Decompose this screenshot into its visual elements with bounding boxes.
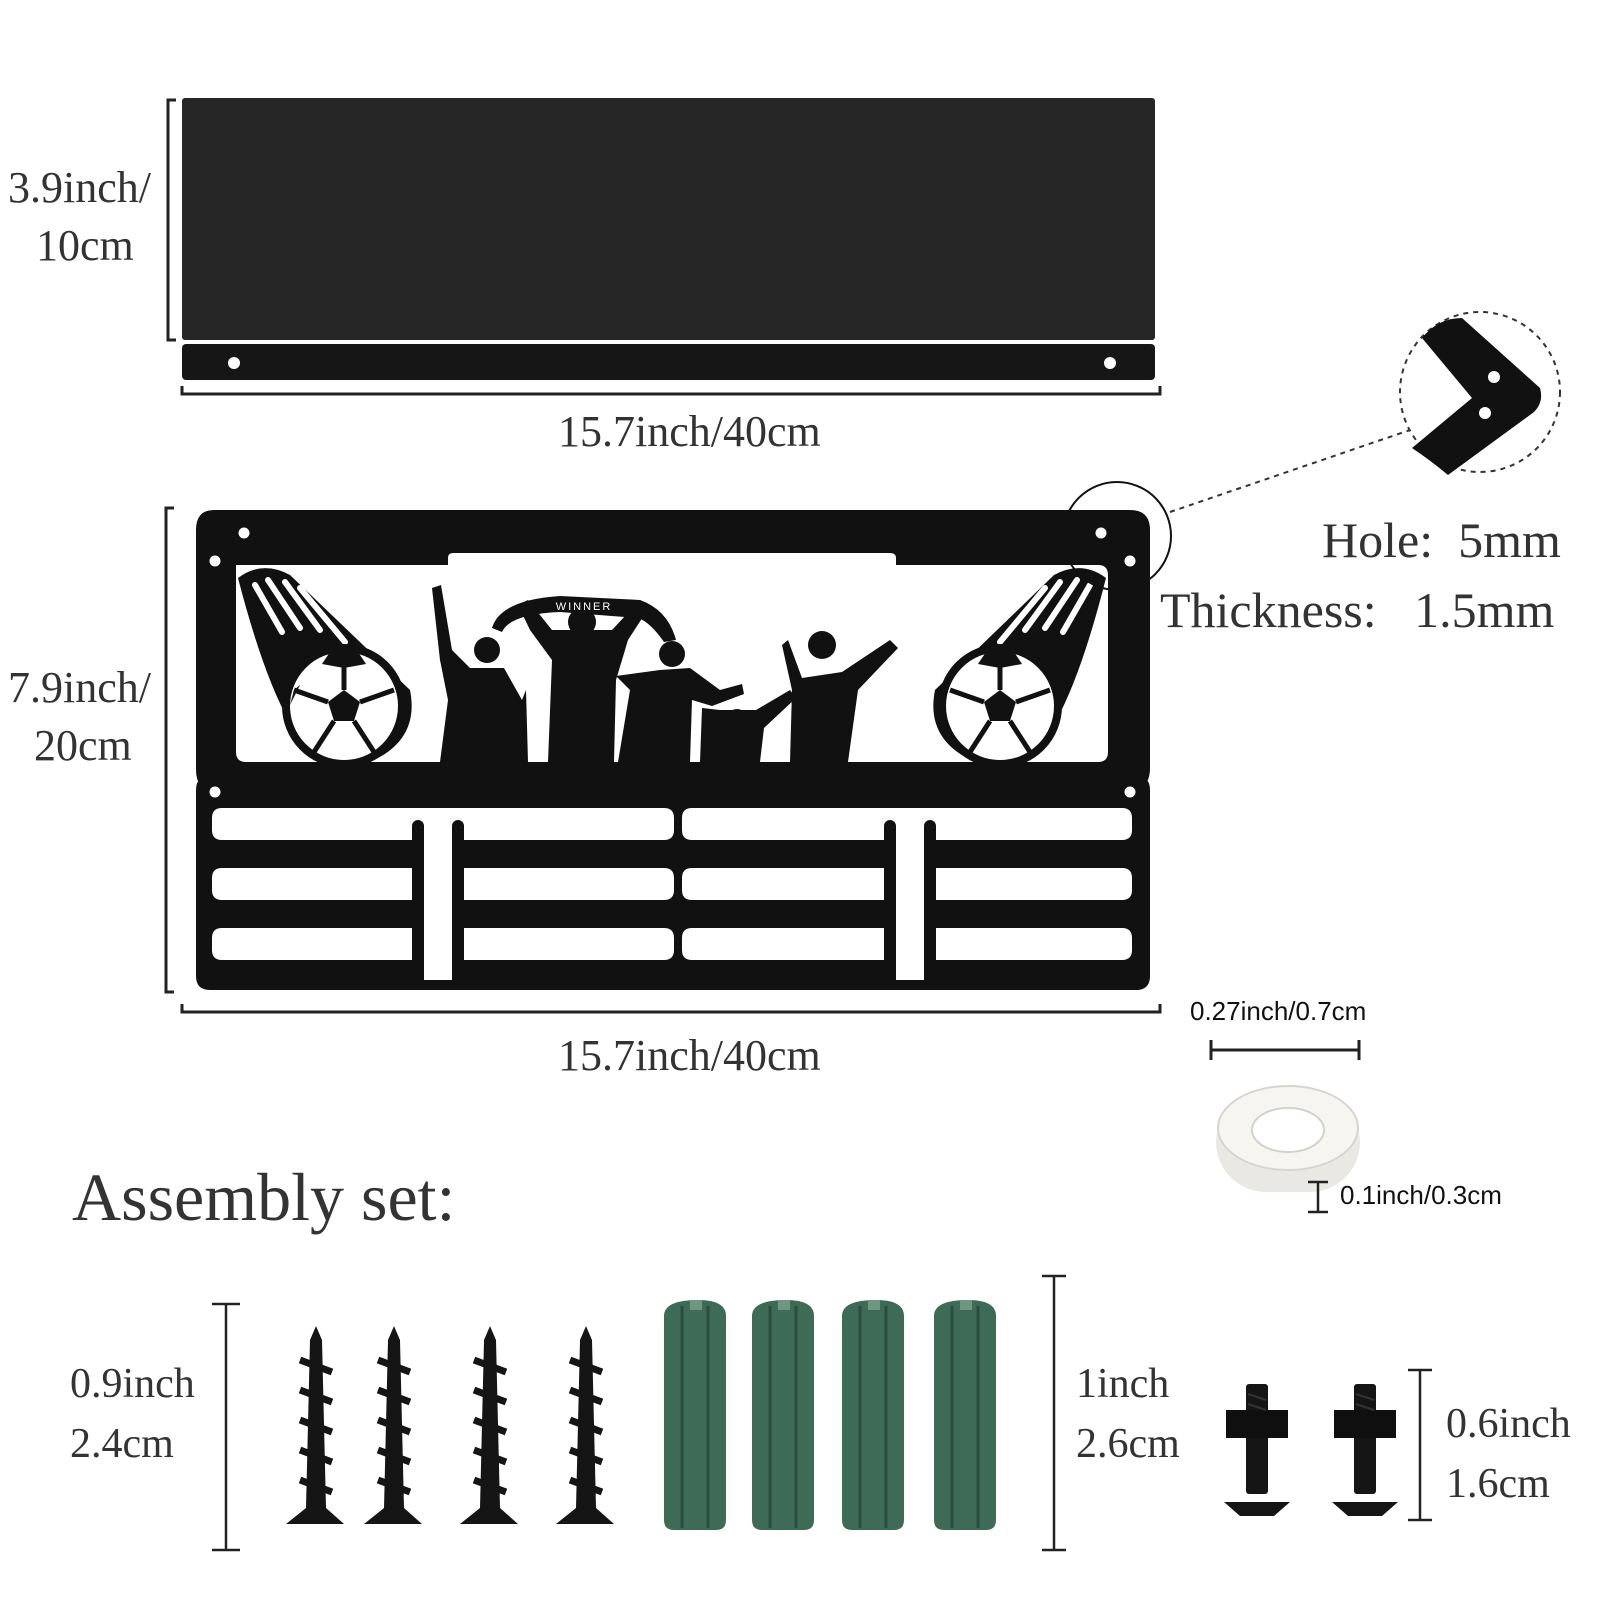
bolts-size-inch: 0.6inch [1446,1401,1571,1447]
thickness-spec: Thickness: 1.5mm [1160,582,1555,638]
shelf-hole-left [228,357,240,369]
shelf-height-inch: 3.9inch/ [8,163,151,212]
screws-size-label: 0.9inch 2.4cm [70,1354,195,1474]
washer-diameter-line [1209,1040,1361,1060]
screws-size-cm: 2.4cm [70,1421,174,1467]
washer-thickness-line [1308,1180,1328,1214]
rack-width-line [180,1004,1162,1014]
washer [1216,1085,1360,1192]
shelf-width-label: 15.7inch/40cm [558,407,821,456]
detail-zoom-circle [1399,311,1561,473]
hole-spec: Hole: 5mm [1322,512,1561,568]
corner-bracket-zoom [1412,318,1542,475]
wall-anchors [664,1300,996,1530]
rack-width-label: 15.7inch/40cm [558,1031,821,1080]
rack-hole [1095,527,1107,539]
zoom-hole [1488,371,1500,383]
rack-hole [1124,555,1136,567]
shelf-height-bracket [166,98,176,342]
rack-hole [209,555,221,567]
slot-hooks [412,808,936,980]
detail-highlight-circle [1062,481,1172,591]
shelf-height-label: 3.9inch/ 10cm [8,160,151,274]
rack-height-cm: 20cm [34,721,132,770]
bolts-height-bracket [1408,1368,1432,1522]
rack-hole [238,527,250,539]
shelf-hole-right [1104,357,1116,369]
wood-screw [286,1326,344,1524]
screws-size-inch: 0.9inch [70,1361,195,1407]
banner-text: WINNER [556,601,613,613]
fans-silhouette [432,585,898,762]
screws-height-bracket [212,1302,240,1552]
detail-leader-line [1169,429,1411,513]
anchors-size-label: 1inch 2.6cm [1076,1354,1180,1474]
bolt [1224,1384,1290,1516]
wall-anchor [842,1300,904,1530]
rack-top-plate [196,510,1150,790]
rack-height-label: 7.9inch/ 20cm [8,660,151,774]
right-soccer-ball-comet [933,568,1106,768]
anchors-size-cm: 2.6cm [1076,1421,1180,1467]
bolts-size-label: 0.6inch 1.6cm [1446,1394,1571,1514]
rack-hole [1124,786,1136,798]
shelf-lip [182,344,1155,380]
washer-thickness-label: 0.1inch/0.3cm [1340,1180,1502,1210]
wood-screw [556,1326,614,1524]
shelf-width-line [180,386,1162,396]
anchors-size-inch: 1inch [1076,1361,1170,1407]
shelf-height-cm: 10cm [36,221,134,270]
wall-anchor [664,1300,726,1530]
washer-diameter-label: 0.27inch/0.7cm [1190,996,1367,1026]
bolts [1224,1384,1398,1516]
wood-screws [286,1326,614,1524]
assembly-title: Assembly set: [72,1159,456,1235]
rack-height-inch: 7.9inch/ [8,663,151,712]
zoom-hole [1479,407,1491,419]
wall-anchor [752,1300,814,1530]
rack-height-bracket [164,506,174,994]
shelf-face [182,98,1155,340]
left-soccer-ball-comet [238,568,412,768]
rack-hanger-plate [196,776,1150,990]
rack-hole [209,786,221,798]
anchors-height-bracket [1042,1274,1066,1552]
wood-screw [460,1326,518,1524]
wall-anchor [934,1300,996,1530]
bolt [1332,1384,1398,1516]
bolts-size-cm: 1.6cm [1446,1461,1550,1507]
wood-screw [364,1326,422,1524]
